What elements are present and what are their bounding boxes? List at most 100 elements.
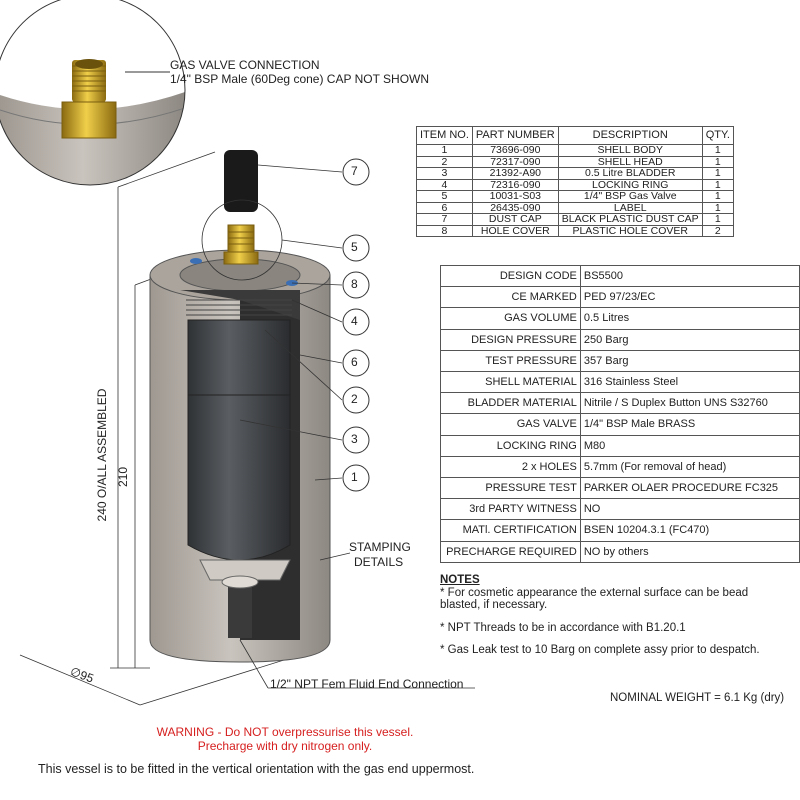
- balloon-1: 1: [351, 470, 358, 484]
- spec-value: 0.5 Litres: [579, 307, 800, 330]
- bom-cell: 7: [416, 213, 473, 226]
- balloons: [342, 158, 370, 492]
- gas-valve-subtitle: 1/4" BSP Male (60Deg cone) CAP NOT SHOWN: [170, 72, 430, 86]
- bom-header: PART NUMBER: [471, 126, 559, 145]
- gas-valve-detail: [0, 0, 185, 185]
- gas-valve-title: GAS VALVE CONNECTION: [170, 58, 320, 72]
- balloon-5: 5: [351, 240, 358, 254]
- warning: WARNING - Do NOT overpressurise this ves…: [140, 725, 430, 753]
- bom-cell: 21392-A90: [471, 167, 559, 180]
- bom-cell: LABEL: [557, 201, 703, 214]
- note-item: * Gas Leak test to 10 Barg on complete a…: [440, 644, 760, 656]
- shell-body: [149, 249, 331, 663]
- stamping-label-1: STAMPING: [349, 540, 411, 554]
- bom-header: ITEM NO.: [416, 126, 473, 145]
- bom-cell: BLACK PLASTIC DUST CAP: [557, 213, 703, 226]
- bom-cell: 4: [416, 178, 473, 191]
- spec-key: 3rd PARTY WITNESS: [440, 498, 581, 521]
- spec-key: PRECHARGE REQUIRED: [440, 540, 581, 563]
- bom-cell: 1: [701, 213, 734, 226]
- warning-line-2: Precharge with dry nitrogen only.: [197, 739, 373, 753]
- spec-key: DESIGN CODE: [440, 264, 581, 288]
- bom-cell: 73696-090: [471, 144, 559, 157]
- balloon-7: 7: [351, 164, 358, 178]
- notes: NOTES * For cosmetic appearance the exte…: [440, 574, 790, 667]
- balloon-6: 6: [351, 355, 358, 369]
- spec-value: 316 Stainless Steel: [579, 371, 800, 394]
- spec-key: GAS VALVE: [440, 413, 581, 436]
- spec-key: GAS VOLUME: [440, 307, 581, 330]
- bom-cell: 5: [416, 190, 473, 203]
- spec-key: TEST PRESSURE: [440, 349, 581, 373]
- balloon-4: 4: [351, 314, 358, 328]
- warning-line-1: WARNING - Do NOT overpressurise this ves…: [156, 725, 414, 739]
- spec-key: PRESSURE TEST: [440, 477, 581, 500]
- bom-cell: HOLE COVER: [471, 224, 559, 237]
- bom-cell: 3: [416, 167, 473, 180]
- spec-value: PED 97/23/EC: [579, 286, 800, 309]
- dust-cap: [224, 150, 258, 212]
- spec-key: MATl. CERTIFICATION: [440, 519, 581, 542]
- bom-cell: 6: [416, 201, 473, 214]
- spec-value: NO: [579, 498, 800, 521]
- spec-value: 1/4" BSP Male BRASS: [579, 413, 800, 436]
- bom-cell: 1: [701, 144, 734, 157]
- bom-cell: 1/4" BSP Gas Valve: [557, 190, 703, 203]
- overall-dimension: 240 O/ALL ASSEMBLED: [95, 388, 109, 522]
- bom-cell: 0.5 Litre BLADDER: [557, 167, 703, 180]
- balloon-2: 2: [351, 392, 358, 406]
- notes-title: NOTES: [440, 574, 480, 586]
- balloon-8: 8: [351, 277, 358, 291]
- bom-cell: 8: [416, 224, 473, 237]
- note-item: * NPT Threads to be in accordance with B…: [440, 621, 686, 634]
- bom-cell: DUST CAP: [471, 213, 559, 226]
- body-dimension: 210: [116, 466, 131, 488]
- bom-cell: LOCKING RING: [557, 178, 703, 191]
- bom-header: DESCRIPTION: [557, 126, 703, 145]
- spec-value: 357 Barg: [579, 349, 800, 373]
- spec-value: BS5500: [579, 264, 800, 288]
- spec-key: SHELL MATERIAL: [440, 371, 581, 394]
- fluid-end-label: 1/2" NPT Fem Fluid End Connection: [270, 677, 464, 691]
- gas-valve: [223, 224, 259, 265]
- bom-header: QTY.: [701, 126, 734, 145]
- spec-key: 2 x HOLES: [440, 455, 581, 479]
- spec-value: PARKER OLAER PROCEDURE FC325: [579, 477, 800, 500]
- bom-cell: 1: [416, 144, 473, 157]
- nominal-weight: NOMINAL WEIGHT = 6.1 Kg (dry): [610, 692, 785, 704]
- spec-key: BLADDER MATERIAL: [440, 392, 581, 415]
- stamping-label-2: DETAILS: [354, 555, 404, 569]
- bom-cell: SHELL BODY: [557, 144, 703, 157]
- orientation-note: This vessel is to be fitted in the verti…: [38, 762, 475, 776]
- spec-value: Nitrile / S Duplex Button UNS S32760: [579, 392, 800, 415]
- bom-cell: 26435-090: [471, 201, 559, 214]
- bom-cell: 2: [416, 155, 473, 168]
- spec-key: DESIGN PRESSURE: [440, 328, 581, 351]
- spec-key: LOCKING RING: [440, 434, 581, 457]
- bom-cell: 72316-090: [471, 178, 559, 191]
- bom-cell: 1: [701, 155, 734, 168]
- bom-cell: 2: [701, 224, 734, 237]
- bom-cell: 72317-090: [471, 155, 559, 168]
